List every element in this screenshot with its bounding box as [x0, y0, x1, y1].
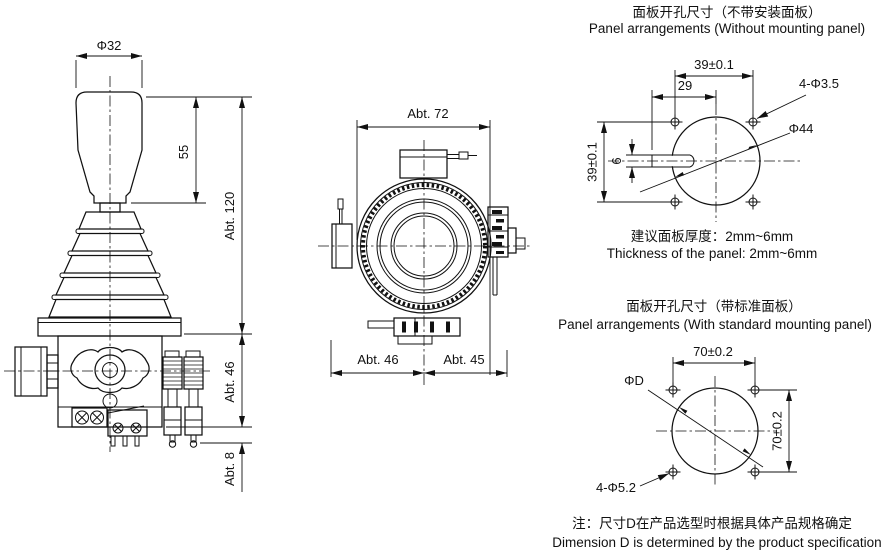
dim-cutout-diameter: ΦD: [624, 373, 644, 388]
dim-cutout-diameter: Φ44: [789, 121, 814, 136]
dim-slot-width: 6: [609, 157, 624, 164]
panel-cutout-without-panel: 面板开孔尺寸（不带安装面板） Panel arrangements (Witho…: [585, 5, 866, 261]
dim-total-height: Abt. 120: [222, 192, 237, 240]
cam-mechanism: [70, 346, 150, 409]
dim-slot-to-center: 29: [678, 78, 692, 93]
right-switch-stack: [487, 206, 526, 296]
joystick-knob: [75, 91, 143, 204]
plunger-switches: [162, 350, 204, 448]
panel-thickness-en: Thickness of the panel: 2mm~6mm: [607, 246, 817, 261]
top-terminal-box: [399, 149, 477, 179]
panel-with-title-cn: 面板开孔尺寸（带标准面板）: [626, 299, 802, 314]
dim-knob-diameter: Φ32: [97, 38, 122, 53]
note-en: Dimension D is determined by the product…: [552, 535, 881, 550]
panel-without-dimensions: 39±0.1 29 4-Φ3.5 Φ44 39±0.1 6: [585, 57, 839, 203]
rubber-bellows: [48, 211, 172, 318]
footnote: 注：尺寸D在产品选型时根据具体产品规格确定 Dimension D is det…: [552, 516, 881, 550]
dim-left-half: Abt. 46: [357, 352, 398, 367]
dim-right-half: Abt. 45: [443, 352, 484, 367]
panel-without-title-cn: 面板开孔尺寸（不带安装面板）: [633, 5, 822, 20]
dim-hole-pitch-v: 70±0.2: [770, 411, 785, 451]
round-housing: [356, 178, 492, 314]
note-cn: 注：尺寸D在产品选型时根据具体产品规格确定: [572, 516, 852, 531]
left-knob-edge: [331, 198, 353, 269]
dim-width: Abt. 72: [407, 106, 448, 121]
microswitch: [107, 405, 148, 447]
panel-with-title-en: Panel arrangements (With standard mounti…: [558, 317, 872, 332]
dim-knob-height: 55: [176, 145, 191, 159]
panel-cutout-with-panel: 面板开孔尺寸（带标准面板） Panel arrangements (With s…: [558, 299, 872, 495]
bottom-connector: [367, 317, 461, 345]
front-view-dimensions: Abt. 72 Abt. 46 Abt. 45: [330, 106, 508, 377]
dim-mount-holes: 4-Φ3.5: [799, 76, 839, 91]
side-view-drawing: Φ32 55 Abt. 120 Abt. 46 Abt. 8: [4, 38, 252, 492]
panel-without-title-en: Panel arrangements (Without mounting pan…: [589, 21, 865, 36]
panel-thickness-cn: 建议面板厚度：2mm~6mm: [631, 229, 793, 244]
mounting-holes: [665, 382, 763, 480]
front-view-drawing: Abt. 72 Abt. 46 Abt. 45: [318, 106, 532, 388]
side-adjust-knob: [14, 346, 59, 397]
dim-body-height: Abt. 46: [222, 361, 237, 402]
dim-terminal-height: Abt. 8: [222, 452, 237, 486]
dim-hole-pitch-h: 39±0.1: [694, 57, 734, 72]
panel-with-dimensions: 70±0.2 70±0.2 ΦD 4-Φ5.2: [596, 344, 797, 495]
terminal-block: [71, 407, 108, 428]
dim-hole-pitch-v: 39±0.1: [585, 142, 600, 182]
dim-hole-pitch-h: 70±0.2: [693, 344, 733, 359]
dim-mount-holes: 4-Φ5.2: [596, 480, 636, 495]
side-view-dimensions: Φ32 55 Abt. 120 Abt. 46 Abt. 8: [75, 38, 252, 492]
mounting-flange: [37, 317, 182, 337]
